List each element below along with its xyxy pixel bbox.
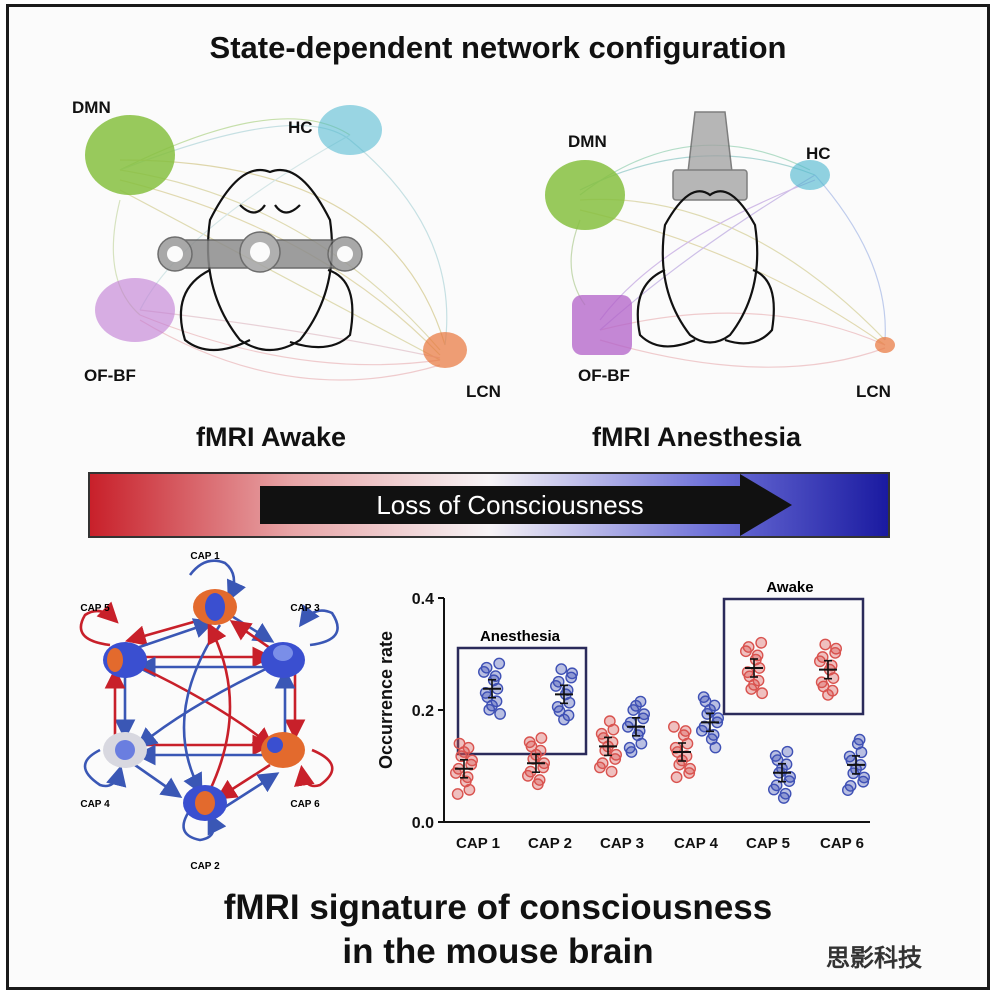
cap2-brain-icon bbox=[183, 785, 227, 821]
bottom-title-line-2: in the mouse brain bbox=[342, 932, 654, 971]
data-point bbox=[684, 762, 696, 775]
data-point bbox=[830, 642, 842, 655]
x-tick-label: CAP 2 bbox=[528, 835, 572, 852]
cap-label-4: CAP 4 bbox=[80, 799, 110, 810]
data-point bbox=[535, 732, 548, 744]
awake-dmn-label: DMN bbox=[72, 98, 111, 117]
anesthesia-ofbf-label: OF-BF bbox=[578, 366, 630, 385]
data-point bbox=[756, 687, 768, 700]
cap-label-2: CAP 2 bbox=[190, 861, 220, 872]
awake-box-label: Awake bbox=[766, 579, 813, 596]
main-title: State-dependent network configuration bbox=[209, 30, 787, 65]
data-point bbox=[607, 723, 620, 736]
awake-ofbf-label: OF-BF bbox=[84, 366, 136, 385]
data-point bbox=[829, 646, 842, 659]
data-point bbox=[781, 745, 794, 758]
data-point bbox=[853, 733, 866, 746]
data-point bbox=[451, 788, 464, 800]
cap-label-1: CAP 1 bbox=[190, 551, 220, 562]
data-point bbox=[857, 775, 870, 788]
data-point bbox=[844, 779, 857, 792]
data-point bbox=[486, 699, 498, 712]
cap-label-3: CAP 3 bbox=[290, 603, 320, 614]
data-point bbox=[751, 649, 764, 662]
cap5-brain-icon bbox=[103, 642, 147, 678]
x-tick-label: CAP 4 bbox=[674, 835, 719, 852]
data-point bbox=[625, 746, 638, 758]
data-point bbox=[480, 661, 493, 674]
x-tick-label: CAP 1 bbox=[456, 835, 500, 852]
data-point bbox=[552, 675, 565, 688]
y-tick-label: 0.4 bbox=[412, 591, 434, 608]
anesthesia-hc-label: HC bbox=[806, 144, 831, 163]
cap-label-6: CAP 6 bbox=[290, 799, 320, 810]
x-tick-label: CAP 6 bbox=[820, 835, 864, 852]
data-point bbox=[463, 783, 476, 796]
awake-network-graphic bbox=[85, 105, 467, 381]
anesthesia-lcn-label: LCN bbox=[856, 382, 891, 401]
anesthesia-caption: fMRI Anesthesia bbox=[592, 422, 802, 452]
occurrence-rate-chart: Occurrence rate 0.0 0.2 0.4 CAP 1 CAP 2 CAP … bbox=[376, 579, 870, 852]
data-point bbox=[709, 741, 722, 754]
x-tick-label: CAP 3 bbox=[600, 835, 644, 852]
cap-transition-diagram: CAP 1 CAP 2 CAP 3 CAP 4 CAP 5 CAP 6 bbox=[79, 551, 339, 872]
data-point bbox=[784, 771, 796, 783]
awake-caption: fMRI Awake bbox=[196, 422, 347, 452]
data-point bbox=[494, 708, 507, 720]
data-point bbox=[630, 699, 642, 712]
chart-ylabel: Occurrence rate bbox=[376, 631, 396, 769]
cap-label-5: CAP 5 bbox=[80, 603, 110, 614]
data-point bbox=[855, 746, 868, 759]
awake-box bbox=[722, 597, 865, 716]
anesthesia-network-graphic bbox=[545, 111, 895, 368]
cap4-brain-icon bbox=[103, 732, 147, 768]
data-point bbox=[566, 667, 579, 680]
data-point bbox=[558, 713, 570, 726]
data-point bbox=[748, 678, 760, 691]
data-point bbox=[458, 746, 470, 758]
data-point bbox=[493, 657, 506, 670]
cap1-brain-icon bbox=[193, 589, 237, 625]
data-point bbox=[533, 774, 546, 786]
bottom-title-line-1: fMRI signature of consciousness bbox=[223, 888, 773, 927]
anesthesia-box bbox=[456, 646, 588, 756]
data-point bbox=[742, 641, 755, 653]
data-point bbox=[489, 670, 502, 683]
data-point bbox=[755, 636, 768, 649]
data-point bbox=[635, 737, 648, 750]
cap6-brain-icon bbox=[261, 732, 305, 768]
data-point bbox=[670, 771, 683, 784]
anesthesia-dmn-label: DMN bbox=[568, 132, 607, 151]
awake-hc-label: HC bbox=[288, 118, 313, 137]
data-point bbox=[609, 753, 622, 765]
data-point bbox=[679, 725, 692, 737]
data-point bbox=[555, 663, 568, 676]
data-point bbox=[466, 754, 479, 767]
watermark: 思影科技 bbox=[826, 945, 922, 972]
consciousness-arrow-label: Loss of Consciousness bbox=[376, 490, 644, 520]
data-point bbox=[707, 729, 720, 741]
awake-lcn-label: LCN bbox=[466, 382, 501, 401]
x-tick-label: CAP 5 bbox=[746, 835, 790, 852]
data-point bbox=[822, 688, 834, 701]
consciousness-arrow bbox=[260, 474, 792, 536]
data-point bbox=[858, 771, 870, 784]
data-point bbox=[638, 708, 650, 721]
data-point bbox=[816, 651, 829, 663]
data-point bbox=[596, 757, 609, 770]
anesthesia-box-label: Anesthesia bbox=[480, 628, 561, 645]
data-point bbox=[779, 787, 792, 800]
y-tick-label: 0.2 bbox=[412, 703, 434, 720]
data-point bbox=[683, 767, 696, 779]
data-point bbox=[610, 748, 623, 761]
y-tick-label: 0.0 bbox=[412, 815, 434, 832]
data-point bbox=[565, 671, 578, 684]
data-point bbox=[819, 638, 832, 651]
data-point bbox=[605, 765, 618, 778]
data-point bbox=[770, 779, 783, 792]
data-point bbox=[667, 720, 680, 733]
cap3-brain-icon bbox=[261, 642, 305, 678]
